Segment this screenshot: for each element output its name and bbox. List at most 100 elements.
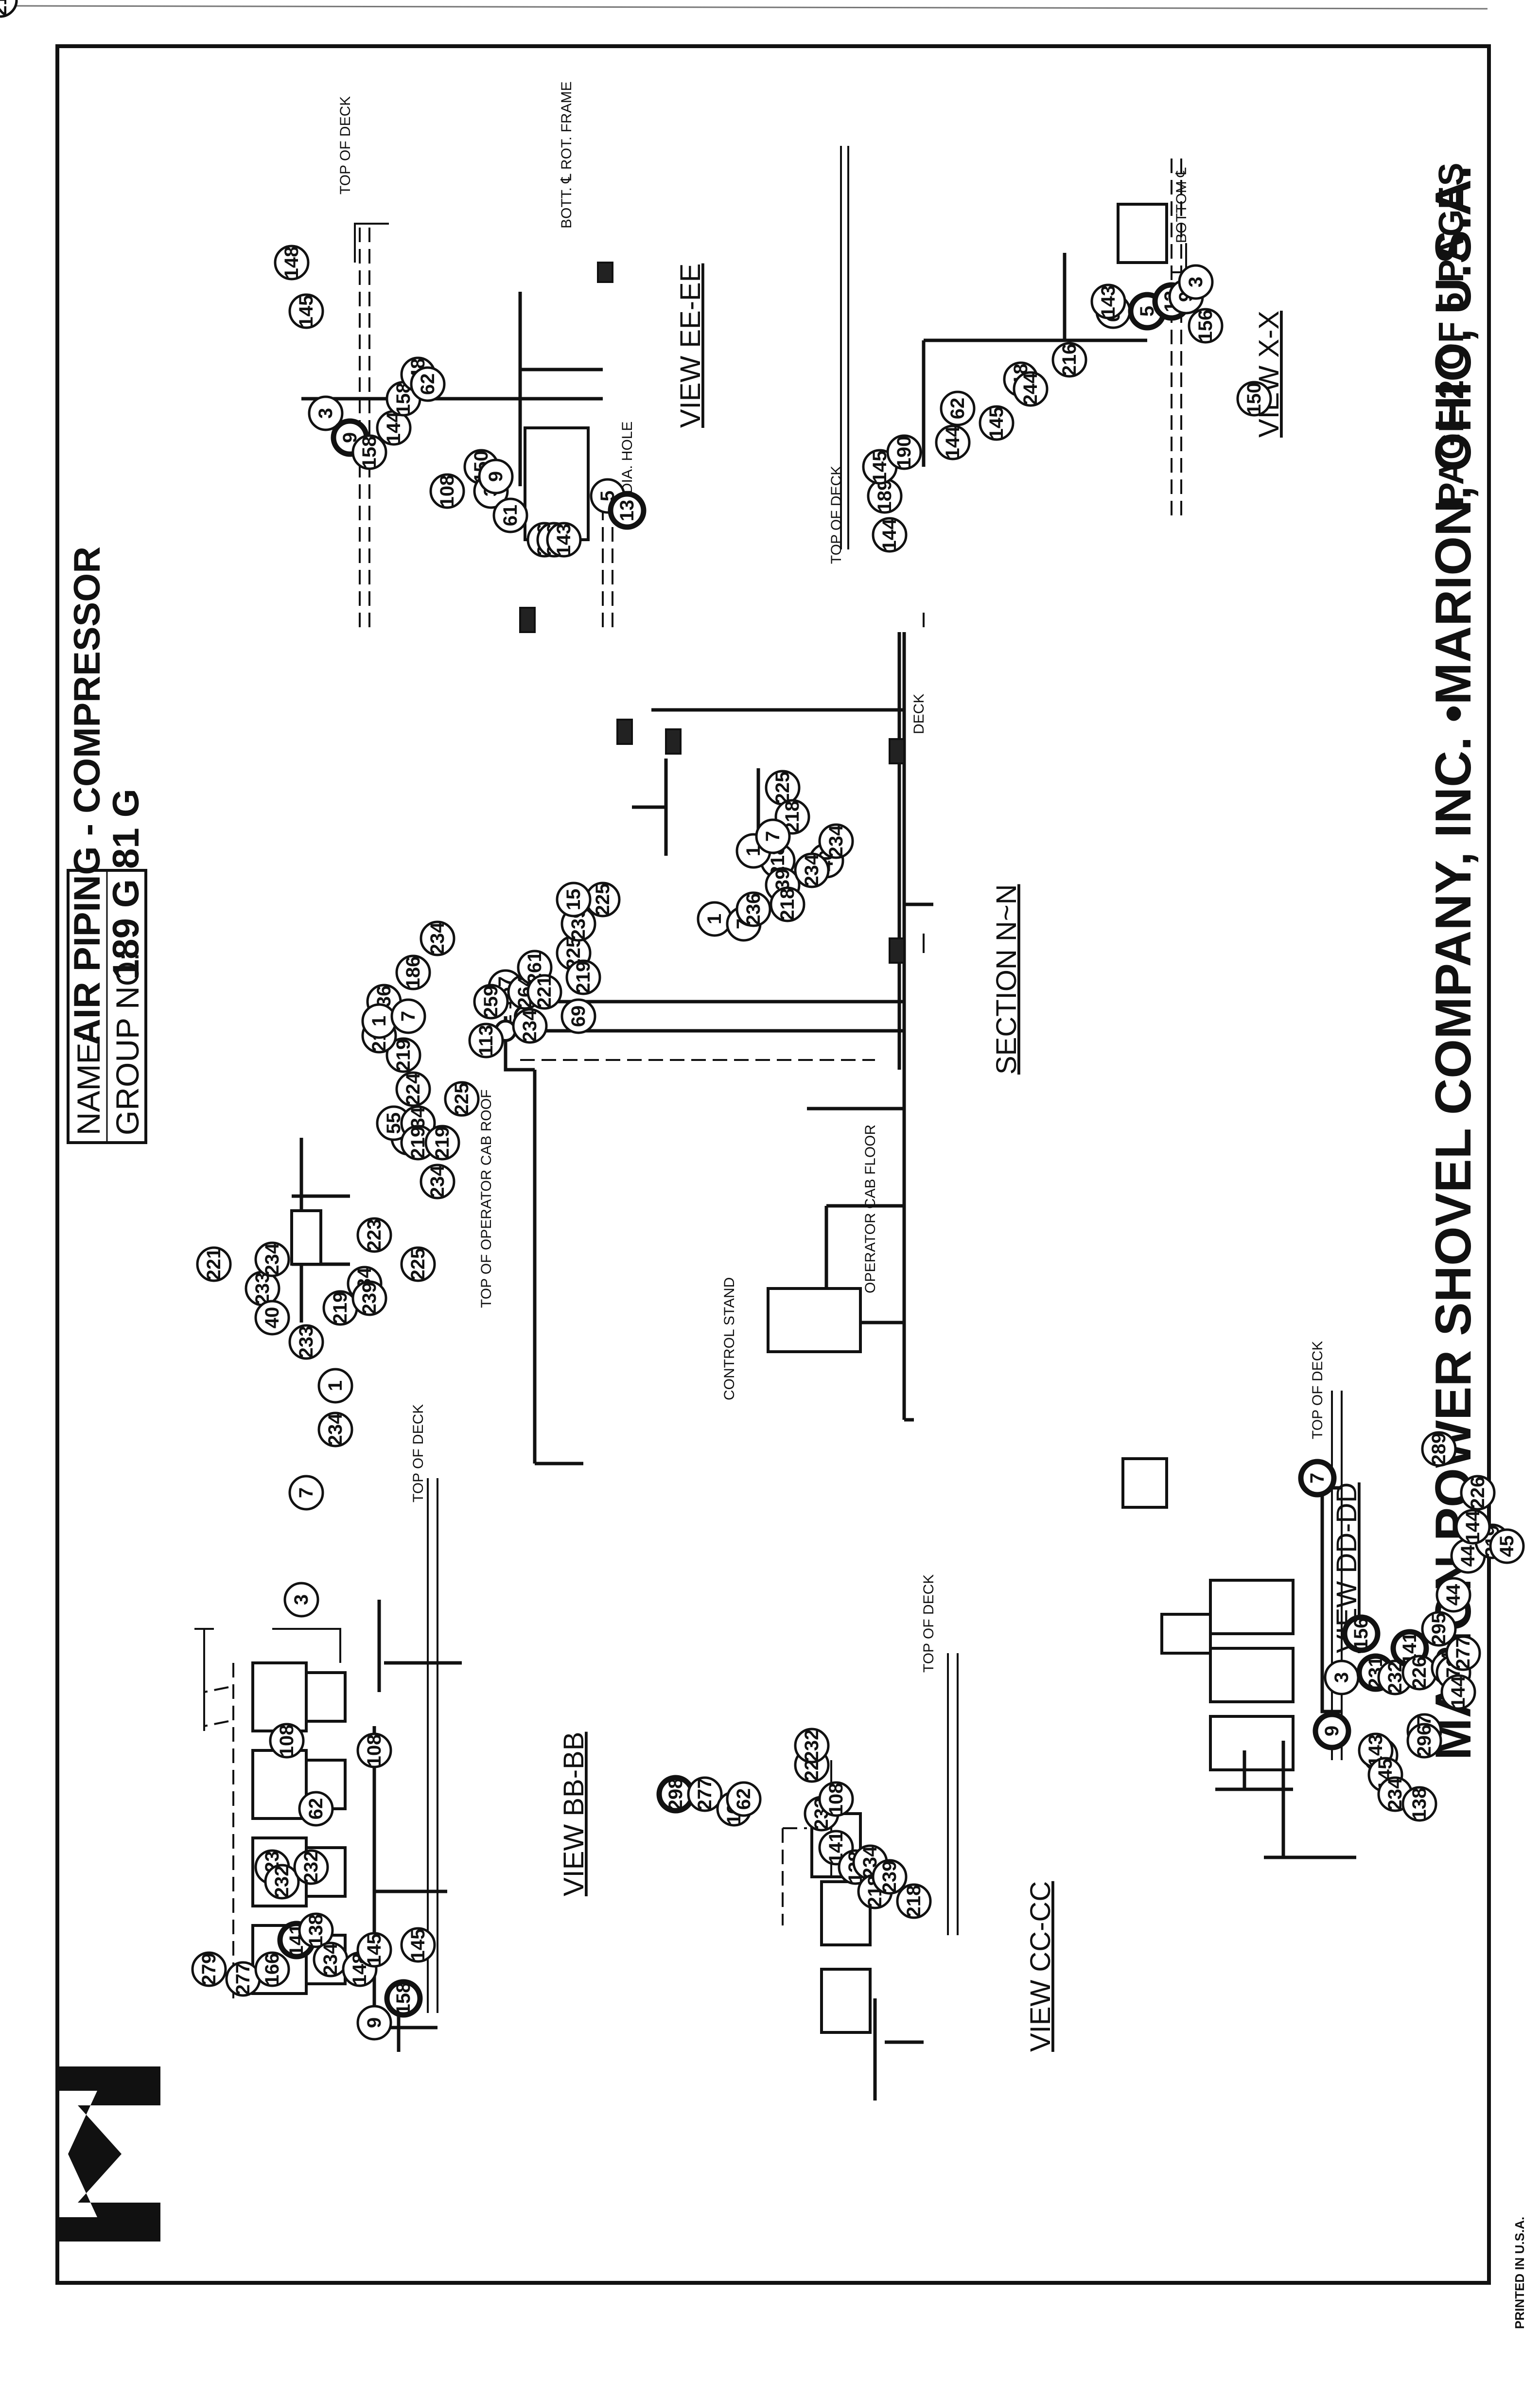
callout-number: 144 xyxy=(383,411,404,444)
callout-bb-108: 108 xyxy=(269,1723,305,1759)
callout-balloon xyxy=(735,891,771,927)
callout-number: 277 xyxy=(694,1778,716,1811)
name-label: NAME: xyxy=(70,1034,106,1135)
callout-number: 279 xyxy=(198,1953,220,1986)
callout-bb-158: 158 xyxy=(384,1979,423,2018)
callout-number: 232 xyxy=(271,1866,293,1898)
callout-ee-144: 144 xyxy=(376,410,412,446)
xx-label-top-deck: TOP OF DECK xyxy=(828,466,844,564)
callout-balloon xyxy=(356,1217,392,1253)
callout-xx-216: 216 xyxy=(1051,342,1087,378)
callout-dd-226: 226 xyxy=(1401,1655,1437,1691)
callout-bb-145: 145 xyxy=(356,1932,392,1968)
callout-nn-15: 15 xyxy=(556,882,592,918)
callout-nn-55: 55 xyxy=(376,1105,412,1141)
callout-number: 232 xyxy=(801,1730,822,1762)
callout-number: 236 xyxy=(743,893,764,926)
callout-dd-3: 3 xyxy=(1324,1659,1360,1695)
callout-balloon xyxy=(269,1723,305,1759)
callout-bb-62: 62 xyxy=(298,1791,334,1827)
callout-balloon xyxy=(726,1781,762,1817)
callout-number: 62 xyxy=(417,373,438,395)
callout-balloon xyxy=(1312,1712,1351,1750)
callout-balloon xyxy=(317,1368,353,1404)
cc-view-title: VIEW CC-CC xyxy=(1025,1881,1056,2052)
callout-number: 138 xyxy=(1409,1788,1430,1820)
callout-balloon xyxy=(298,1791,334,1827)
callout-number: 239 xyxy=(359,1282,380,1315)
callout-number: 143 xyxy=(553,524,575,556)
callout-dd-226: 226 xyxy=(1460,1475,1496,1511)
callout-bb-232: 232 xyxy=(264,1864,300,1900)
callout-cc-239: 239 xyxy=(872,1859,908,1895)
callout-number: 44 xyxy=(1443,1584,1464,1606)
callout-nn-234: 234 xyxy=(512,1008,548,1044)
callout-balloon xyxy=(1178,264,1214,300)
callout-ee-148: 148 xyxy=(274,245,310,281)
callout-number: 221 xyxy=(203,1248,225,1281)
callout-balloon xyxy=(492,497,528,533)
callout-number: 1 xyxy=(704,914,725,924)
callout-balloon xyxy=(0,0,18,18)
callout-number: 158 xyxy=(359,436,380,469)
view-ee: TOP OF DECK BOTT. ℄ ROT. FRAME 1 DIA. HO… xyxy=(301,81,706,627)
callout-dd-296: 296 xyxy=(1406,1723,1442,1759)
callout-xx-3: 3 xyxy=(1178,264,1214,300)
callout-number: 1 xyxy=(368,1016,390,1026)
callout-balloon xyxy=(356,1732,392,1768)
callout-number: 219 xyxy=(330,1292,351,1324)
callout-balloon xyxy=(794,852,830,888)
callout-balloon xyxy=(429,473,465,509)
callout-ee-62: 62 xyxy=(410,366,446,402)
callout-number: 156 xyxy=(1350,1618,1372,1650)
callout-nn-218: 218 xyxy=(0,0,18,18)
callout-nn-225: 225 xyxy=(444,1081,480,1117)
callout-nn-1: 1 xyxy=(317,1368,353,1404)
callout-number: 234 xyxy=(427,1165,448,1198)
callout-balloon xyxy=(191,1951,227,1987)
callout-balloon xyxy=(818,1781,854,1817)
callout-ee-13: 13 xyxy=(608,491,647,530)
callout-number: 216 xyxy=(1059,344,1080,376)
callout-balloon xyxy=(254,1951,290,1987)
callout-bb-234: 234 xyxy=(313,1942,349,1977)
callout-balloon xyxy=(1401,1786,1437,1822)
callout-dd-144: 144 xyxy=(1440,1674,1476,1710)
callout-balloon xyxy=(395,954,431,990)
callout-number: 221 xyxy=(534,976,555,1008)
callout-number: 219 xyxy=(393,1039,414,1072)
callout-balloon xyxy=(390,998,426,1034)
callout-number: 259 xyxy=(480,986,502,1018)
callout-nn-234: 234 xyxy=(317,1412,353,1447)
callout-number: 232 xyxy=(300,1851,322,1884)
callout-balloon xyxy=(308,395,344,431)
callout-nn-234: 234 xyxy=(818,823,854,859)
callout-balloon xyxy=(1298,1459,1337,1498)
callout-balloon xyxy=(424,1125,460,1161)
callout-number: 7 xyxy=(1307,1473,1328,1483)
callout-balloon xyxy=(351,434,387,470)
callout-balloon xyxy=(560,998,596,1034)
bb-deck-label: TOP OF DECK xyxy=(410,1404,426,1502)
callout-nn-234: 234 xyxy=(420,920,455,956)
callout-dd-45: 45 xyxy=(1489,1528,1525,1564)
callout-number: 233 xyxy=(252,1272,273,1305)
callout-balloon xyxy=(1435,1577,1471,1613)
cc-deck-label: TOP OF DECK xyxy=(921,1574,937,1673)
callout-balloon xyxy=(468,1023,504,1059)
callout-number: 225 xyxy=(451,1083,472,1115)
border-top-edge xyxy=(4,5,1488,10)
callout-number: 158 xyxy=(393,1982,414,2015)
callout-balloon xyxy=(288,1475,324,1511)
callout-number: 44 xyxy=(1457,1545,1479,1567)
callout-number: 69 xyxy=(568,1006,589,1027)
callout-balloon xyxy=(1421,1611,1457,1647)
callout-ee-108: 108 xyxy=(429,473,465,509)
callout-balloon xyxy=(356,2005,392,2041)
callout-number: 3 xyxy=(1185,277,1207,287)
nn-label-control-stand: CONTROL STAND xyxy=(721,1277,737,1400)
callout-number: 277 xyxy=(1452,1637,1474,1670)
callout-number: 232 xyxy=(1384,1661,1406,1694)
callout-number: 156 xyxy=(1195,310,1216,342)
